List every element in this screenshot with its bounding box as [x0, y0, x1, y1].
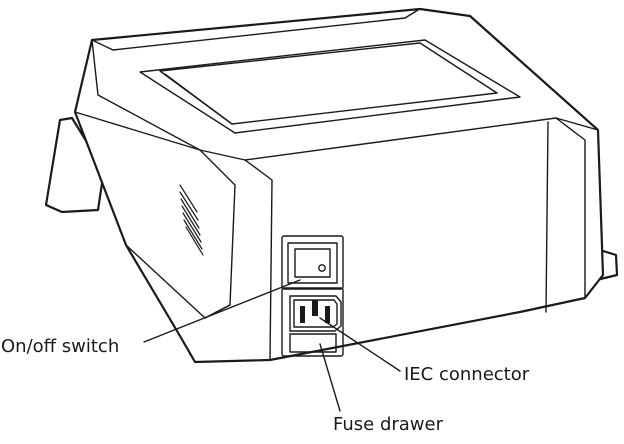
iec-pin-right — [325, 306, 330, 323]
left-rear-foot — [44, 116, 106, 214]
iec-socket — [289, 295, 342, 332]
iec-socket-inner — [293, 299, 338, 328]
rear-panel-corner — [555, 117, 586, 299]
rear-panel-left-seam — [244, 159, 273, 361]
on-off-switch[interactable] — [281, 235, 344, 290]
leader-on-off-switch — [143, 279, 301, 343]
label-iec-connector: IEC connector — [404, 364, 530, 385]
top-panel-edge — [91, 9, 419, 51]
device-body — [73, 7, 605, 364]
label-on-off-switch: On/off switch — [1, 336, 120, 357]
switch-housing — [281, 235, 344, 290]
leader-fuse-drawer — [319, 343, 341, 412]
iec-pin-left — [300, 306, 305, 323]
iec-connector[interactable] — [281, 287, 344, 357]
ventilation-grille — [179, 184, 204, 256]
rear-panel-right-seam — [545, 121, 549, 313]
leader-iec-connector — [319, 317, 401, 372]
connector-housing — [281, 287, 344, 357]
switch-indicator-icon — [318, 264, 326, 272]
left-side-upper-edge — [74, 111, 201, 151]
fuse-drawer[interactable] — [289, 333, 337, 353]
top-recess-frame — [139, 39, 521, 134]
top-recess-inner-edge — [164, 73, 233, 125]
switch-rocker[interactable] — [294, 248, 331, 278]
iec-pin-earth — [312, 300, 318, 316]
switch-bezel — [287, 242, 338, 284]
top-front-edge — [199, 117, 599, 161]
label-fuse-drawer: Fuse drawer — [333, 414, 444, 435]
